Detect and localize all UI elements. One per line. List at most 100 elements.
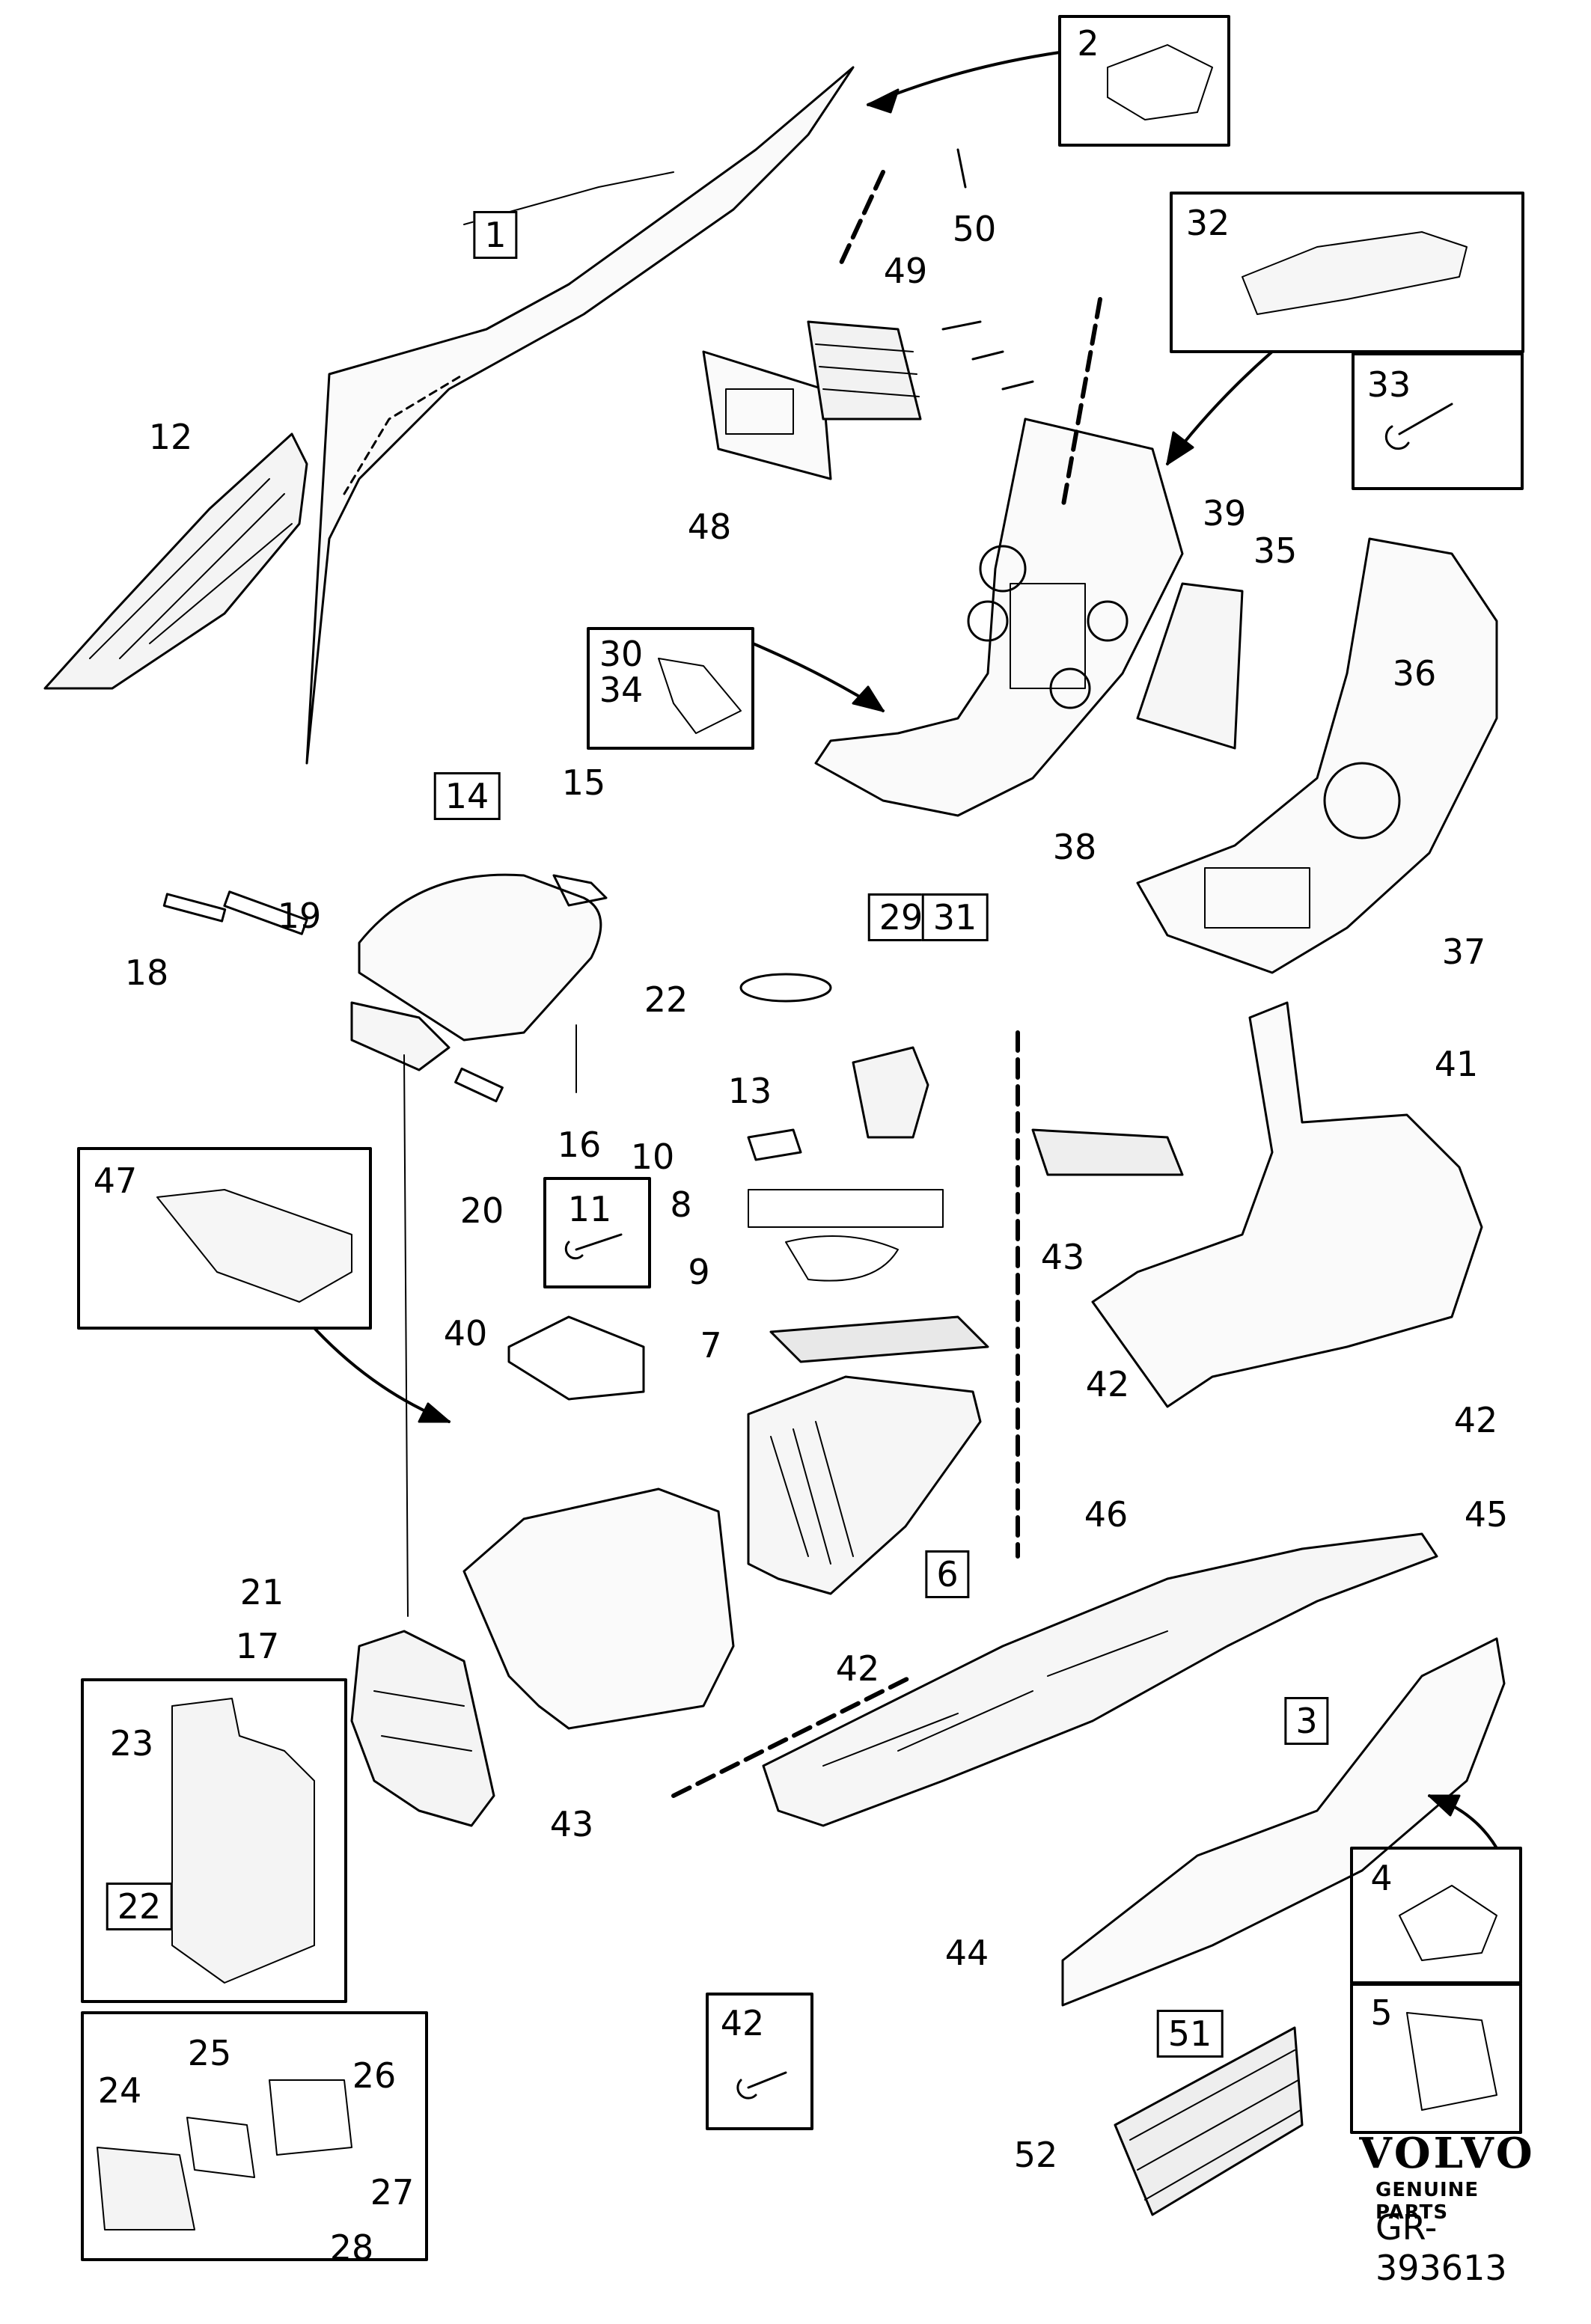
callout-5: 5 [1370,1993,1393,2033]
part-22-cover [171,1698,315,1984]
part-18-19-20-pins [162,890,504,1103]
clip-30-34 [658,658,742,734]
callout-4: 4 [1370,1858,1393,1898]
callout-37: 37 [1441,932,1486,972]
inset-42-box [706,1993,813,2130]
inset-11-box [543,1177,651,1288]
callout-48: 48 [687,507,732,547]
callout-25: 25 [187,2033,232,2073]
callout-31: 31 [921,893,989,941]
callout-30: 30 [599,634,644,674]
part-12-grille [43,432,308,690]
part-49-module [807,320,922,421]
screw-33 [1384,403,1453,450]
part-8-gasket [748,1189,944,1228]
part-25-tray [186,2117,255,2178]
callout-18: 18 [124,952,169,993]
callout-42a: 42 [1085,1364,1130,1404]
callout-42d: 42 [720,2003,765,2043]
callout-8: 8 [670,1184,692,1225]
part-32-shape [1242,231,1468,315]
inset-47-box [77,1147,372,1330]
callout-51: 51 [1156,2010,1224,2058]
part-43-lid [1031,1128,1184,1176]
clip-5 [1406,2012,1497,2111]
diagram-reference: GR-393613 [1375,2207,1507,2288]
part-48-display-frame [702,350,832,480]
part-15-clip [552,874,608,907]
part-26-switch [269,2079,352,2156]
callout-13: 13 [727,1071,772,1111]
callout-40: 40 [443,1313,488,1354]
part-17-bracket [350,1630,495,1827]
callout-28: 28 [329,2227,374,2268]
callout-26: 26 [352,2055,397,2096]
callout-14: 14 [433,772,501,820]
callout-32: 32 [1185,203,1230,243]
callout-22a: 22 [644,979,688,1020]
part-40-tray [507,1315,645,1401]
callout-38: 38 [1052,827,1097,867]
brand-logo: VOLVO [1359,2129,1536,2178]
part-22-seal [739,973,832,1003]
part-35-rear-bezel [1136,537,1498,974]
dashed-leader-43 [671,1674,915,1798]
callout-47: 47 [93,1161,138,1201]
callout-52: 52 [1013,2135,1058,2175]
part-6-storage-bin [747,1375,982,1595]
part-3-lower-panel [1061,1637,1506,2007]
callout-10: 10 [630,1137,675,1177]
callout-44: 44 [944,1933,989,1973]
callout-17: 17 [235,1626,280,1666]
part-7-mat [769,1315,989,1363]
callout-41: 41 [1434,1044,1479,1084]
callout-11: 11 [567,1189,612,1229]
part-50-screws [941,148,1034,391]
callout-6: 6 [925,1550,970,1598]
part-24-panel [97,2147,195,2230]
inset-2-box [1058,15,1230,147]
inset-32-box [1170,192,1524,353]
callout-27: 27 [370,2172,415,2213]
part-39-frame [1136,582,1244,750]
callout-7: 7 [700,1325,722,1366]
clip-2-shape [1107,44,1213,120]
callout-19: 19 [277,896,322,936]
callout-43a: 43 [1040,1237,1085,1277]
part-9-ring [785,1235,899,1282]
callout-3: 3 [1284,1697,1329,1745]
inset-5-box [1350,1983,1522,2134]
callout-15: 15 [561,762,606,803]
callout-2: 2 [1077,23,1099,64]
callout-42b: 42 [1453,1400,1498,1440]
callout-36: 36 [1392,653,1437,694]
inset-30-34-box [587,627,754,750]
dashed-leader-50 [836,170,885,272]
callout-46: 46 [1084,1494,1129,1535]
callout-9: 9 [688,1252,710,1292]
inset-22-23-box [81,1678,347,2003]
callout-39: 39 [1202,493,1247,533]
part-47-panel [156,1189,352,1303]
inset-33-box [1352,352,1524,490]
part-52-net [1114,2026,1304,2216]
screw-11 [564,1233,623,1260]
callout-45: 45 [1464,1494,1509,1535]
callout-24: 24 [97,2070,142,2111]
callout-16: 16 [557,1125,602,1165]
part-13-cup [852,1046,929,1139]
part-10-latch [747,1128,802,1161]
callout-35: 35 [1253,530,1298,571]
brand-tagline: GENUINE PARTS [1375,2179,1479,2224]
part-29-31-console-panel [814,418,1184,817]
part-14-armrest [350,873,602,1071]
inset-24-28-box [81,2011,428,2261]
callout-1: 1 [473,211,518,259]
callout-23: 23 [109,1723,154,1764]
part-43-console-side [462,1487,735,1730]
callout-12: 12 [148,417,193,457]
callout-21: 21 [239,1572,284,1612]
callout-22b: 22 [106,1883,173,1930]
callout-49: 49 [883,251,928,291]
